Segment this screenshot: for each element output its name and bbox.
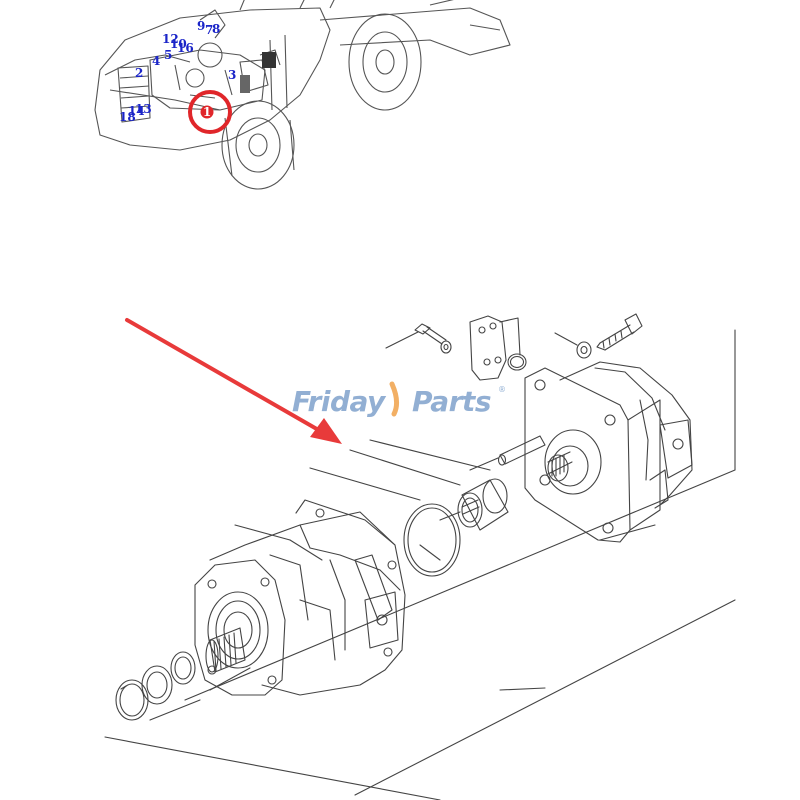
bolt-small <box>385 323 447 349</box>
watermark-registered: ® <box>498 385 506 394</box>
input-shaft <box>205 627 246 673</box>
front-flange <box>194 559 286 696</box>
bushing <box>439 478 509 531</box>
callout-14: 14 <box>128 104 145 118</box>
callout-2: 2 <box>135 66 143 80</box>
oring-large <box>403 503 461 577</box>
rear-pump-body <box>559 361 693 509</box>
callout-8: 8 <box>212 22 220 36</box>
callout-1: 1 <box>203 105 211 119</box>
watermark-text-parts: Parts <box>412 385 491 418</box>
callout-13: 13 <box>135 102 152 116</box>
pointer-arrow <box>125 318 342 444</box>
seal-ring-1 <box>170 651 196 685</box>
washer-small <box>440 340 452 354</box>
callout-9: 9 <box>197 19 205 33</box>
watermark-swoosh <box>389 381 400 417</box>
watermark-text-friday: Friday <box>292 385 387 418</box>
callout-4: 4 <box>152 54 160 68</box>
callout-16: 16 <box>177 41 194 55</box>
oring-small <box>507 353 527 371</box>
spline-shaft <box>547 451 573 482</box>
flange-plate <box>524 367 661 543</box>
callout-12: 12 <box>162 32 179 46</box>
seal-ring-2 <box>141 665 173 705</box>
pump-detail <box>240 75 250 93</box>
bolt-large <box>596 313 643 351</box>
callout-labels: 9 7 8 12 10 16 5 4 2 3 14 13 18 <box>119 19 236 124</box>
callout-1-badge <box>200 105 214 119</box>
callout-7: 7 <box>205 23 213 37</box>
bracket-plate <box>469 315 521 381</box>
exploded-view <box>104 313 736 800</box>
filter-detail <box>262 52 276 68</box>
highlight-circle <box>188 90 232 134</box>
callout-5: 5 <box>164 48 172 62</box>
main-pump-body <box>209 499 406 696</box>
callout-3: 3 <box>228 68 236 82</box>
callout-10: 10 <box>170 37 187 51</box>
loader-overview <box>94 0 511 190</box>
dowel-pin <box>469 435 546 471</box>
washer-large <box>554 332 592 359</box>
callout-18: 18 <box>119 110 136 124</box>
watermark-logo: Friday Parts ® <box>292 381 506 418</box>
snap-ring <box>115 679 149 721</box>
